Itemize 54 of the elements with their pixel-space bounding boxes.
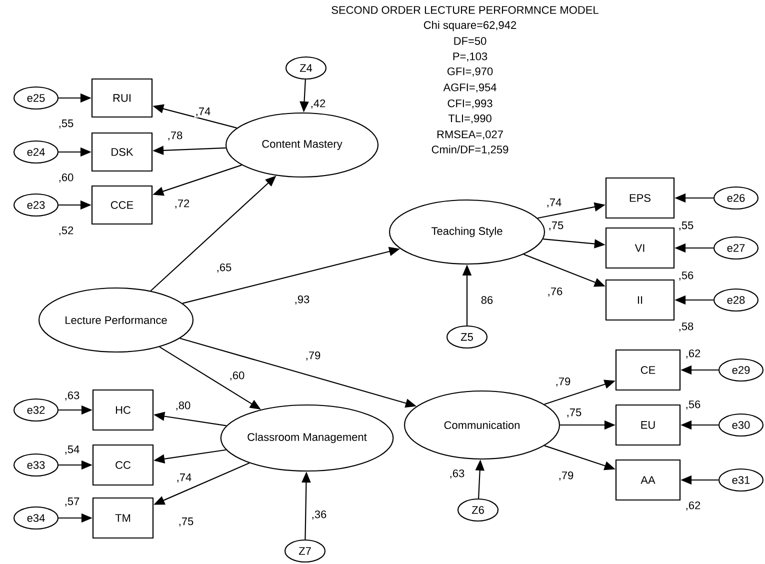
squared-correlation: ,57 [65, 498, 80, 506]
edge-label: ,72 [173, 198, 191, 210]
squared-correlation: ,56 [679, 271, 694, 281]
fit-statistic: CFI=,993 [448, 99, 492, 109]
indicator-box: II [605, 279, 675, 321]
squared-correlation: ,62 [686, 349, 700, 359]
squared-correlation: ,56 [686, 400, 700, 410]
edge-label: ,76 [546, 286, 564, 298]
fit-statistic: P=,103 [453, 52, 488, 62]
indicator-box: CCE [91, 185, 153, 225]
fit-statistic: Cmin/DF=1,259 [432, 145, 508, 155]
edge-label: ,74 [175, 472, 193, 484]
indicator-box: CC [92, 444, 154, 486]
indicator-box: EU [615, 404, 681, 446]
edge-label: ,79 [554, 376, 572, 388]
title: SECOND ORDER LECTURE PERFORMNCE MODEL [332, 6, 598, 14]
squared-correlation: ,62 [686, 501, 700, 511]
fit-statistic: AGFI=,954 [443, 83, 496, 93]
squared-correlation: ,55 [679, 222, 694, 230]
indicator-box: DSK [91, 132, 153, 172]
indicator-box: EPS [605, 177, 675, 219]
edge-label: ,65 [215, 262, 233, 274]
squared-correlation: ,58 [679, 322, 694, 332]
indicator-box: TM [92, 497, 154, 539]
edge-label: ,78 [166, 130, 184, 142]
edge-label: ,74 [545, 198, 563, 208]
squared-correlation: ,55 [59, 120, 74, 128]
edge-label: ,79 [304, 350, 322, 362]
edge-label: ,60 [228, 370, 246, 382]
fit-statistic: RMSEA=,027 [437, 130, 503, 140]
edge-label: ,93 [293, 294, 311, 306]
indicator-box: AA [615, 459, 681, 501]
fit-statistic: GFI=,970 [447, 67, 493, 77]
squared-correlation: ,52 [59, 226, 74, 236]
edge-label: ,79 [557, 470, 575, 482]
indicator-box: HC [92, 389, 154, 431]
fit-statistic: Chi square=62,942 [424, 20, 516, 32]
indicator-box: RUI [91, 78, 153, 118]
indicator-box: VI [605, 227, 675, 269]
edge-label: ,63 [448, 468, 466, 480]
edge-label: 86 [480, 295, 494, 305]
squared-correlation: ,54 [65, 446, 80, 454]
edge-label: ,36 [310, 509, 328, 521]
fit-statistic: DF=50 [454, 37, 486, 45]
edge-label: ,75 [177, 516, 195, 528]
edge-label: ,42 [309, 98, 327, 110]
squared-correlation: ,60 [59, 173, 74, 183]
squared-correlation: ,63 [65, 391, 80, 401]
edge-label: ,74 [194, 106, 212, 118]
edge-label: ,75 [547, 220, 565, 232]
indicator-box: CE [615, 349, 681, 391]
edge-label: ,75 [565, 408, 583, 418]
edge-label: ,80 [174, 400, 192, 412]
fit-statistic: TLI=,990 [448, 114, 492, 124]
